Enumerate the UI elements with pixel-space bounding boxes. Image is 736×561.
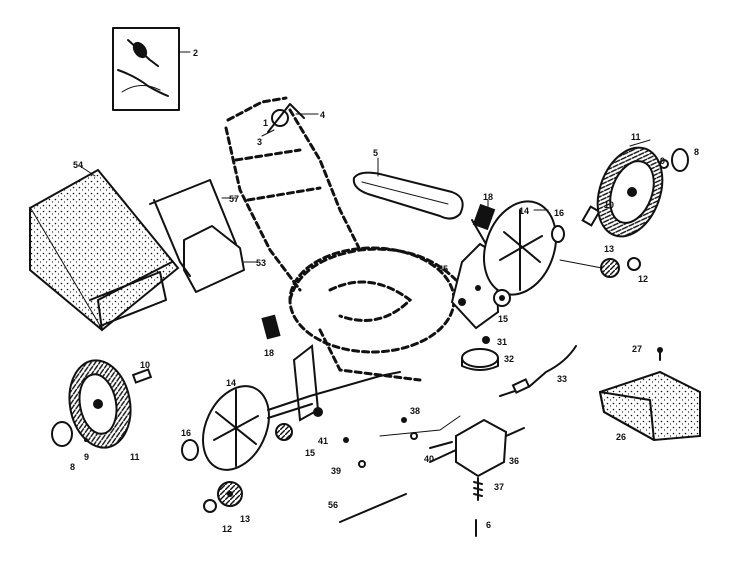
callout-36: 36	[509, 456, 519, 466]
callout-55: 55	[438, 264, 448, 274]
callout-37: 37	[494, 482, 504, 492]
callout-41: 41	[318, 436, 328, 446]
callout-16-left: 16	[181, 428, 191, 438]
wheel-left	[68, 359, 132, 449]
callout-33: 33	[557, 374, 567, 384]
callout-39: 39	[331, 466, 341, 476]
callout-6: 6	[486, 520, 491, 530]
callout-labels: 2 3 1 4 5 54 57 53 18 14 55 15 16 10 11 …	[70, 48, 699, 534]
washer-left	[181, 439, 199, 461]
callout-4: 4	[320, 110, 325, 120]
front-bracket	[267, 344, 401, 422]
callout-57: 57	[229, 194, 239, 204]
bag-frame	[149, 179, 257, 293]
screw	[657, 347, 663, 361]
mower-deck	[288, 246, 458, 382]
callout-31: 31	[497, 337, 507, 347]
callout-11-right: 11	[631, 132, 641, 142]
callout-32: 32	[504, 354, 514, 364]
pulley-parts	[461, 336, 499, 371]
spring	[473, 477, 483, 501]
callout-2: 2	[193, 48, 198, 58]
callout-10-left: 10	[140, 360, 150, 370]
handle-assembly	[224, 96, 362, 292]
callout-3: 3	[257, 137, 262, 147]
drive-belt	[352, 157, 464, 220]
control-cable-inset	[112, 27, 191, 111]
callout-8-right: 8	[694, 147, 699, 157]
callout-18-upper: 18	[483, 192, 493, 202]
axle-bushing-left	[131, 368, 153, 384]
callout-8-left: 8	[70, 462, 75, 472]
callout-10-right: 10	[604, 200, 614, 210]
gear-left	[275, 423, 293, 441]
callout-18-lower: 18	[264, 348, 274, 358]
air-filter-lower	[261, 314, 281, 340]
callout-40: 40	[424, 454, 434, 464]
callout-16-right: 16	[554, 208, 564, 218]
hubcap-right	[659, 148, 689, 172]
callout-13-right: 13	[604, 244, 614, 254]
callout-5: 5	[373, 148, 378, 158]
transmission	[429, 418, 525, 478]
callout-9-left: 9	[84, 452, 89, 462]
callout-27: 27	[632, 344, 642, 354]
callout-1: 1	[263, 118, 268, 128]
hubcap-left	[51, 421, 88, 447]
callout-53: 53	[256, 258, 266, 268]
wheel-right	[596, 139, 664, 238]
callout-26: 26	[616, 432, 626, 442]
axle-parts-right	[551, 205, 601, 243]
fasteners	[343, 415, 461, 468]
callout-14-right: 14	[519, 206, 529, 216]
drive-shaft	[339, 493, 407, 523]
air-filter-upper	[472, 199, 496, 231]
callout-14-left: 14	[226, 378, 236, 388]
callout-38: 38	[410, 406, 420, 416]
pinion-left	[203, 481, 243, 513]
callout-12-left: 12	[222, 524, 232, 534]
callout-54: 54	[73, 160, 83, 170]
wheel-cover-left	[202, 385, 270, 471]
grass-bag	[28, 165, 180, 332]
callout-56: 56	[328, 500, 338, 510]
pinion-right	[559, 257, 641, 278]
throttle-cable	[499, 345, 577, 397]
discharge-chute	[598, 370, 701, 442]
wheel-cover-right	[483, 200, 557, 296]
callout-13-left: 13	[240, 514, 250, 524]
callout-11-left: 11	[130, 452, 140, 462]
callout-12-right: 12	[638, 274, 648, 284]
gear-right	[493, 289, 511, 307]
callout-15-right: 15	[498, 314, 508, 324]
callout-9-right: 9	[660, 156, 665, 166]
callout-15-left: 15	[305, 448, 315, 458]
